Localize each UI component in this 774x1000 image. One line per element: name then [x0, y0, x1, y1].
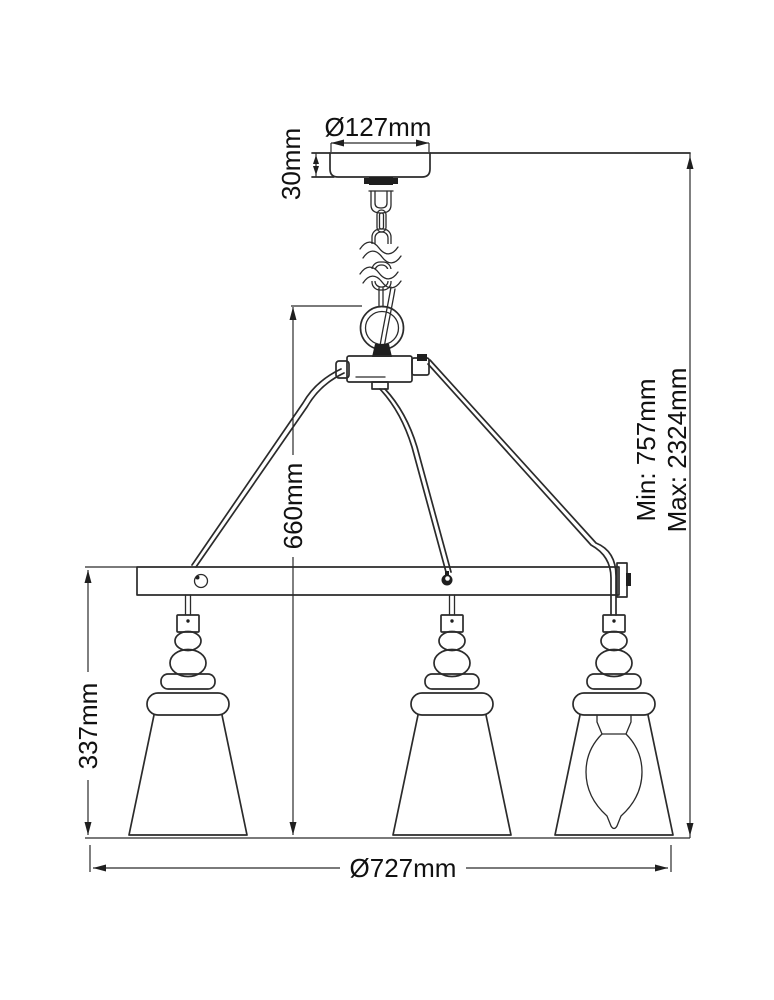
finial-bead-large [595, 648, 633, 678]
bar-screw-hole [193, 573, 209, 589]
arrowhead-up [686, 156, 694, 169]
mounting-nut-left [364, 178, 369, 184]
shade-collar [410, 692, 494, 716]
left-arm [195, 372, 345, 568]
extension-line [330, 143, 430, 152]
arrowhead-right [416, 139, 429, 147]
finial-bead-large [169, 648, 207, 678]
cord-through-ring [379, 286, 392, 347]
hub-body [346, 355, 413, 383]
hanging-ring-assembly [359, 286, 405, 357]
arrowhead-up [84, 570, 92, 583]
dim-overall-width: Ø727mm [85, 837, 690, 883]
shade-collar [572, 692, 656, 716]
chain-link-inner [378, 212, 385, 230]
finial-disc [586, 673, 642, 690]
socket-screw [612, 619, 616, 623]
dim-max-height-label: Max: 2324mm [662, 368, 692, 533]
dim-overall-diameter-label: Ø727mm [350, 853, 457, 883]
arrowhead-down [686, 823, 694, 836]
arrowhead-left [331, 139, 344, 147]
lamp-holder [596, 714, 632, 735]
arrowhead-down [289, 822, 297, 835]
chain-suspension [359, 177, 405, 308]
arrowhead-down [84, 822, 92, 835]
keyhole-slot-center [445, 576, 450, 581]
chain-break-squiggle [362, 250, 402, 264]
keyhole-stem [445, 571, 449, 577]
arrowhead-right [655, 864, 668, 872]
left-arm [191, 368, 342, 566]
central-hub [335, 354, 430, 390]
chain-break-mask [359, 244, 405, 256]
finial-disc [424, 673, 480, 690]
bar-screw-detail [195, 575, 200, 580]
hub-bottom-tab [371, 381, 389, 390]
cord-to-ring [378, 287, 384, 308]
dim-canopy-diameter-label: Ø127mm [325, 112, 432, 142]
ring-connector [372, 344, 392, 357]
dim-canopy-height-label: 30mm [276, 128, 306, 200]
finial-bead-small [600, 630, 628, 652]
support-bar [136, 562, 631, 598]
cone-shade [554, 714, 674, 836]
center-cord [379, 388, 447, 573]
pendant-socket [176, 614, 200, 633]
pendant-right [554, 614, 674, 836]
dim-body-drop: 660mm [278, 305, 362, 835]
arrowhead-down [313, 166, 319, 175]
pendant-socket [440, 614, 464, 633]
chain-break-mask [359, 269, 405, 281]
dim-shade-height: 337mm [73, 566, 137, 835]
mounting-nut-right [393, 178, 398, 184]
light-bulb [585, 733, 643, 830]
extension-line [89, 845, 672, 872]
ceiling-canopy [311, 152, 691, 178]
center-cord [384, 388, 452, 573]
cone-shade [128, 714, 248, 836]
socket-screw [186, 619, 190, 623]
pendant-left [128, 594, 248, 836]
right-arm [427, 363, 612, 616]
cone-shade [392, 714, 512, 836]
arrowhead-up [289, 307, 297, 320]
hanging-ring-inner [364, 310, 400, 346]
arrowhead-left [93, 864, 106, 872]
pendant-rod [184, 594, 192, 616]
right-arm [429, 359, 617, 616]
dim-min-height-label: Min: 757mm [631, 378, 661, 521]
hanging-ring-outer [359, 305, 405, 351]
chain-break-squiggle [359, 266, 399, 280]
pendant-center [392, 594, 512, 836]
dim-canopy-height: 30mm [276, 128, 319, 200]
cord-through-ring [383, 288, 396, 349]
canopy-body [329, 152, 431, 178]
finial-bead-large [433, 648, 471, 678]
pendant-socket [602, 614, 626, 633]
chain-break-squiggle [362, 275, 402, 289]
hub-right-setscrew [417, 354, 427, 361]
dim-canopy-diameter: Ø127mm [325, 112, 432, 152]
chain-break-squiggle [359, 241, 399, 255]
dim-shade-height-label: 337mm [73, 683, 103, 770]
pendant-rod [448, 594, 456, 616]
finial-disc [160, 673, 216, 690]
support-arms [191, 359, 617, 616]
arrowhead-up [313, 155, 319, 164]
dim-body-drop-label: 660mm [278, 463, 308, 550]
clevis-loop-inner [374, 190, 388, 209]
socket-screw [450, 619, 454, 623]
mounting-block [369, 177, 393, 185]
finial-bead-small [174, 630, 202, 652]
finial-bead-small [438, 630, 466, 652]
bar-body [136, 566, 620, 596]
hub-left-socket [335, 360, 350, 379]
dim-overall-drop: Min: 757mm Max: 2324mm [631, 153, 694, 838]
shade-collar [146, 692, 230, 716]
bar-end-screw [626, 573, 631, 586]
